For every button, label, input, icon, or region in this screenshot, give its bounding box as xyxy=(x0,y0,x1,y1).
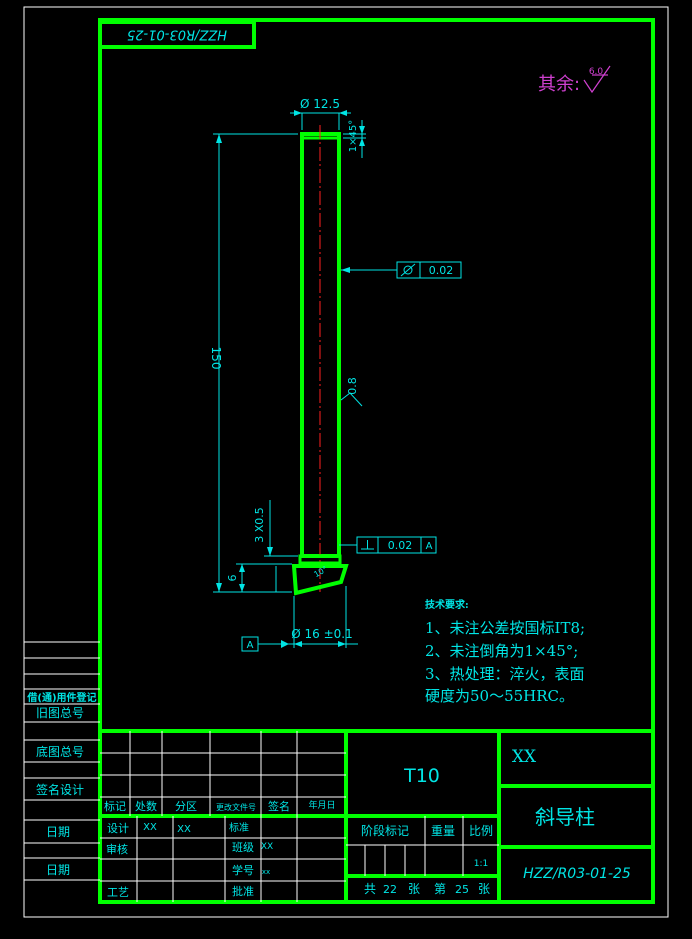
approve-label: 批准 xyxy=(232,884,254,898)
roughness-symbol-icon xyxy=(583,65,611,94)
class-value: XX xyxy=(261,842,273,852)
student-no-value: xx xyxy=(262,868,270,876)
perpendicular-icon xyxy=(361,540,374,550)
hdr-zone: 分区 xyxy=(175,800,197,813)
dimension-arrows xyxy=(216,110,365,648)
slanted-head xyxy=(291,564,349,596)
date-label-1: 日期 xyxy=(46,825,70,839)
standard-label: 标准 xyxy=(229,822,249,834)
dim-roughness: 0.8 xyxy=(346,377,359,395)
surface-rest-label: 其余: xyxy=(538,74,580,95)
hdr-mark: 标记 xyxy=(104,799,126,813)
design-label: 设计 xyxy=(107,822,129,835)
svg-text:0.02: 0.02 xyxy=(388,539,413,552)
surface-rest-value: 6.0 xyxy=(589,67,604,77)
hdr-doc: 更改文件号 xyxy=(216,802,256,812)
sheet-unit: 张 xyxy=(408,882,420,896)
total-label: 共 xyxy=(364,882,376,896)
cylindricity-icon xyxy=(403,265,413,275)
hdr-date: 年月日 xyxy=(308,799,335,811)
weight-label: 重量 xyxy=(431,824,455,838)
class-label: 班级 xyxy=(232,841,254,854)
page-unit: 张 xyxy=(478,882,490,896)
stage-label: 阶段标记 xyxy=(361,823,409,838)
dim-dia-bottom: Ø 16 ±0.1 xyxy=(291,627,352,641)
material: T10 xyxy=(403,765,440,787)
part-drawing xyxy=(291,125,349,596)
borrow-register: 借(通)用件登记 xyxy=(26,691,96,704)
dim-chamfer-bottom: 3 X0.5 xyxy=(253,507,266,543)
school: XX xyxy=(512,747,537,767)
outer-border xyxy=(23,6,669,918)
design-name-2: XX xyxy=(177,824,191,835)
drawing-no: HZZ/R03-01-25 xyxy=(523,866,631,882)
tech-title: 技术要求: xyxy=(425,598,469,611)
page-label: 第 xyxy=(434,882,446,896)
base-drawing-total: 底图总号 xyxy=(36,744,84,759)
dim-length: 150 xyxy=(209,347,223,370)
date-label-2: 日期 xyxy=(46,863,70,877)
drawing-frame xyxy=(98,18,655,904)
hdr-count: 处数 xyxy=(135,800,157,813)
gtol-perpendicularity: 0.02 A xyxy=(356,536,437,554)
review-label: 审核 xyxy=(106,842,128,856)
tech-line-3: 3、热处理：淬火，表面 xyxy=(425,665,585,683)
datum-a: A xyxy=(241,636,259,652)
tech-line-1: 1、未注公差按国标IT8; xyxy=(425,619,585,637)
scale-label: 比例 xyxy=(469,824,493,838)
gtol-cylindricity: 0.02 xyxy=(396,261,462,279)
sign-design: 签名设计 xyxy=(36,782,84,797)
student-no-label: 学号 xyxy=(232,863,254,877)
hdr-sign: 签名 xyxy=(268,799,290,813)
title-block xyxy=(100,729,653,902)
svg-text:A: A xyxy=(426,541,433,552)
design-name: XX xyxy=(143,822,157,833)
dim-head-height: 6 xyxy=(226,575,239,582)
dim-chamfer-top: 1×45° xyxy=(348,120,359,152)
drawing-no-rotated: HZZ/R03-01-25 xyxy=(127,27,227,42)
drawing-no-box xyxy=(98,20,256,49)
total-count: 22 xyxy=(383,883,397,896)
page-num: 25 xyxy=(455,883,469,896)
process-label: 工艺 xyxy=(107,886,129,899)
svg-text:A: A xyxy=(247,640,254,651)
dim-dia-top: Ø 12.5 xyxy=(300,97,340,111)
svg-text:0.02: 0.02 xyxy=(429,264,454,277)
shaft-neck xyxy=(298,554,342,565)
tech-line-2: 2、未注倒角为1×45°; xyxy=(425,642,578,660)
tech-line-4: 硬度为50～55HRC。 xyxy=(425,687,574,705)
old-drawing-total: 旧图总号 xyxy=(36,706,84,720)
part-name: 斜导柱 xyxy=(535,805,595,829)
left-strip xyxy=(24,641,100,881)
scale-value: 1:1 xyxy=(474,859,488,869)
